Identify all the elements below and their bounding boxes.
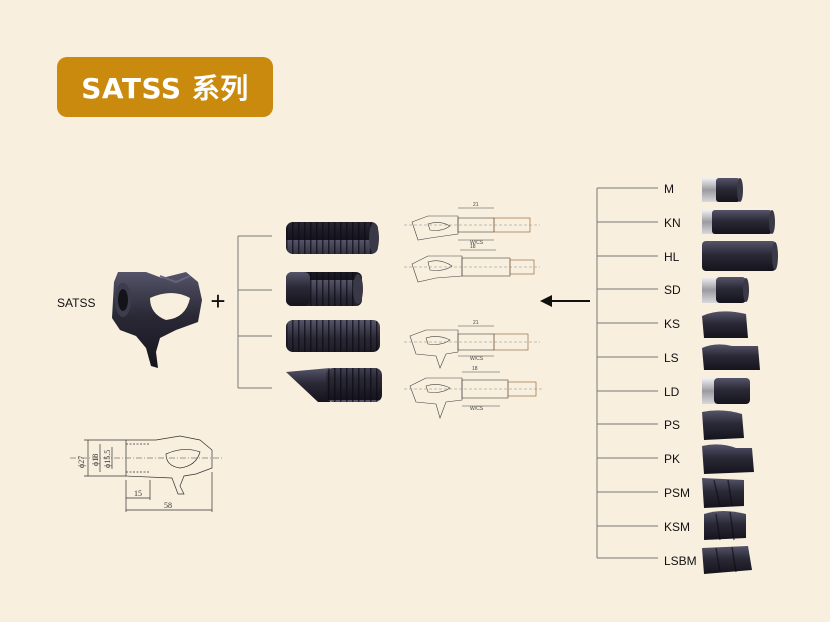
model-label-ld: LD [664,385,680,399]
model-part-ks [702,311,748,338]
left-arrow-icon [540,295,590,307]
model-part-lsbm [702,546,752,574]
short-length-label: 15 [134,489,142,498]
mid-diameter-label: ϕ18 [91,454,100,466]
model-part-ksm [704,511,746,541]
mini-drawing-2-top-dim: 18 [470,244,476,250]
model-label-ksm: KSM [664,520,691,534]
mini-drawing-4 [404,371,542,419]
model-label-m: M [664,182,674,196]
mini-drawing-1-bottom-dim: W/CS [470,240,484,246]
mini-drawing-2 [404,249,540,283]
outer-diameter-label: ϕ27 [77,456,86,468]
model-part-hl [702,241,778,271]
model-label-kn: KN [664,216,681,230]
series-title-badge: SATSS 系列 [57,57,273,117]
model-list-tree [596,187,658,559]
model-label-ls: LS [664,351,679,365]
model-part-ld [702,378,750,404]
model-label-ps: PS [664,418,681,432]
handle-option-2 [286,272,363,306]
mini-drawing-3-bottom-dim: W/CS [470,356,484,362]
model-label-sd: SD [664,283,681,297]
mini-drawing-1 [404,207,540,241]
model-part-m [702,178,743,202]
option-bracket [237,235,272,389]
model-part-sd [702,277,749,303]
dimension-drawing [70,435,224,512]
mini-drawing-3-top-dim: 21 [473,320,479,326]
model-label-psm: PSM [664,486,691,500]
product-label: SATSS [57,296,96,310]
model-label-lsbm: LSBM [664,554,697,568]
handle-option-4 [286,368,382,402]
mini-drawing-3 [404,325,540,369]
model-label-pk: PK [664,452,681,466]
series-title: SATSS 系列 [81,72,249,105]
model-part-kn [702,210,775,234]
model-label-hl: HL [664,250,680,264]
reel-seat-product-image [112,272,202,368]
handle-option-1 [286,222,379,254]
inner-diameter-label: ϕ15.5 [103,450,112,468]
total-length-label: 58 [164,501,172,510]
plus-sign: + [210,286,225,316]
mini-drawing-4-top-dim: 18 [472,366,478,372]
handle-option-3 [286,320,380,352]
model-part-ps [702,410,744,440]
mini-drawing-1-top-dim: 21 [473,202,479,208]
model-part-ls [702,344,760,370]
model-label-ks: KS [664,317,681,331]
mini-drawing-4-bottom-dim: W/CS [470,406,484,412]
model-part-psm [702,478,744,508]
model-part-pk [702,444,754,474]
